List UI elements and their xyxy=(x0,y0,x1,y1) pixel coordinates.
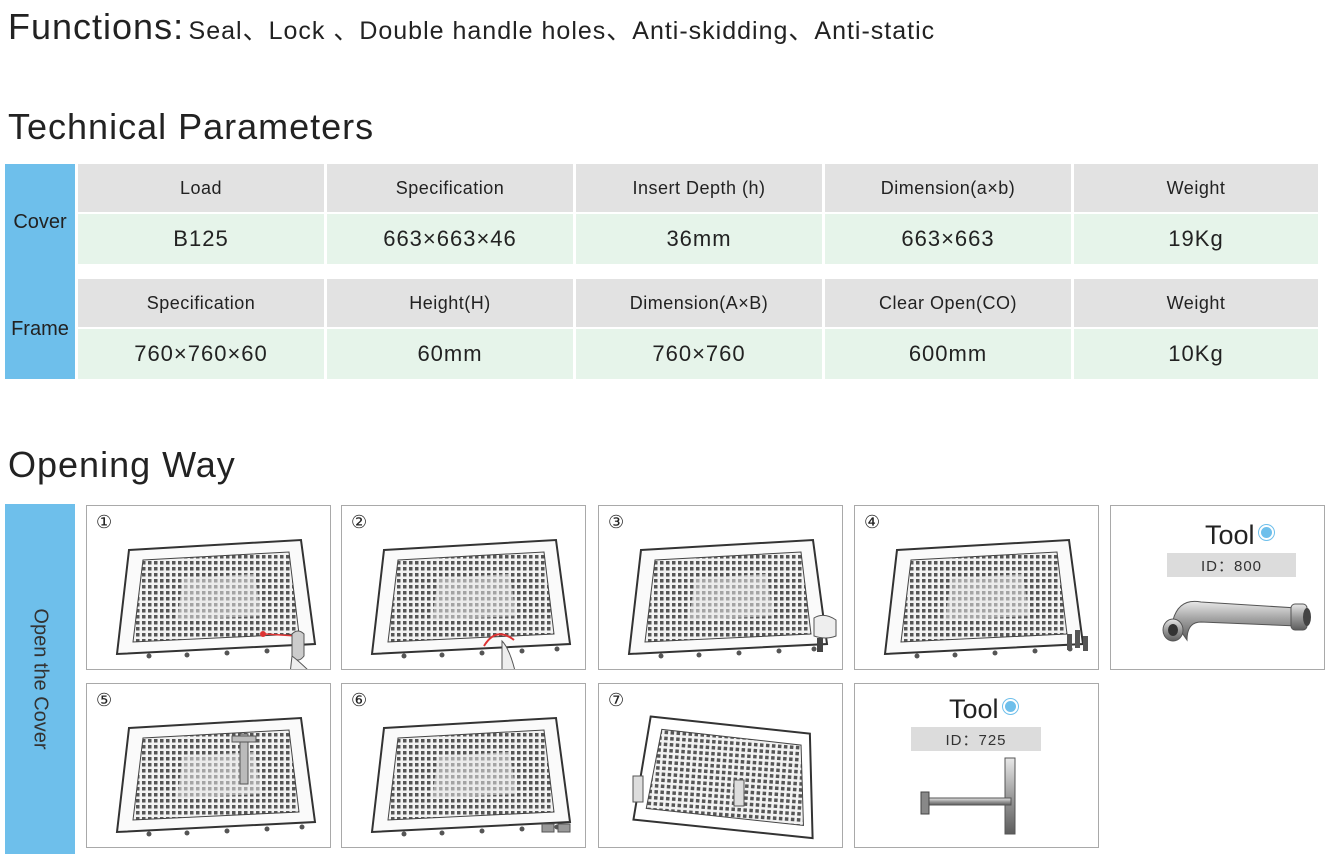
step-panel-4: ④ xyxy=(854,505,1099,670)
hand-removing-bolt-illustration xyxy=(813,614,837,652)
cover-table: Cover Load Specification Insert Depth (h… xyxy=(5,164,1318,280)
hand-turning-key-illustration xyxy=(483,633,516,669)
tool-id-label: ID：725 xyxy=(911,727,1041,751)
cover-value-cell: 36mm xyxy=(576,214,822,264)
step-number: ⑥ xyxy=(351,690,368,711)
step-number: ③ xyxy=(608,512,625,533)
frame-header-cell: Dimension(A×B) xyxy=(576,279,822,327)
cover-header-cell: Weight xyxy=(1074,164,1318,212)
step-number: ② xyxy=(351,512,368,533)
cover-value-cell: B125 xyxy=(78,214,324,264)
tool-panel-725: Tool ID：725 xyxy=(854,683,1099,848)
cover-header-cell: Insert Depth (h) xyxy=(576,164,822,212)
t-handle-key-icon xyxy=(920,757,1016,835)
info-dot-icon xyxy=(1258,525,1274,540)
info-dot-icon xyxy=(1002,699,1018,714)
cover-header-cell: Specification xyxy=(327,164,573,212)
frame-value-cell: 60mm xyxy=(327,329,573,379)
frame-table: Frame Specification Height(H) Dimension(… xyxy=(5,279,1318,379)
l-wrench-icon xyxy=(1162,600,1311,642)
frame-label: Frame xyxy=(5,279,75,379)
tool-panel-800: Tool ID：800 xyxy=(1110,505,1325,670)
cover-value-cell: 663×663×46 xyxy=(327,214,573,264)
frame-header-cell: Specification xyxy=(78,279,324,327)
step-panel-3: ③ xyxy=(598,505,843,670)
opening-way-title: Opening Way xyxy=(8,444,236,485)
open-the-cover-label-bar: Open the Cover xyxy=(5,504,75,854)
tool-title: Tool xyxy=(1205,520,1274,551)
hand-wrench-illustration xyxy=(260,630,308,669)
removed-plugs-illustration xyxy=(541,823,571,833)
step-number: ① xyxy=(96,512,113,533)
step-panel-2: ② xyxy=(341,505,586,670)
lifting-cover-illustration xyxy=(632,715,814,840)
step-number: ⑦ xyxy=(608,690,625,711)
step-panel-7: ⑦ xyxy=(598,683,843,848)
frame-value-cell: 760×760 xyxy=(576,329,822,379)
t-key-inserted-illustration xyxy=(231,733,257,785)
open-the-cover-label: Open the Cover xyxy=(29,608,52,750)
functions-line: Functions: Seal、Lock 、Double handle hole… xyxy=(8,6,935,48)
cover-value-cell: 663×663 xyxy=(825,214,1071,264)
step-number: ④ xyxy=(864,512,881,533)
frame-header-cell: Height(H) xyxy=(327,279,573,327)
tool-title: Tool xyxy=(949,694,1018,725)
tool-id-label: ID：800 xyxy=(1167,553,1296,577)
technical-parameters-title: Technical Parameters xyxy=(8,106,375,147)
frame-value-cell: 10Kg xyxy=(1074,329,1318,379)
functions-list: Seal、Lock 、Double handle holes、Anti-skid… xyxy=(188,17,936,45)
step-panel-6: ⑥ xyxy=(341,683,586,848)
frame-header-cell: Clear Open(CO) xyxy=(825,279,1071,327)
bolts-illustration xyxy=(1067,630,1088,651)
cover-value-cell: 19Kg xyxy=(1074,214,1318,264)
frame-value-cell: 760×760×60 xyxy=(78,329,324,379)
functions-heading: Functions: xyxy=(8,6,185,47)
cover-header-cell: Load xyxy=(78,164,324,212)
frame-value-cell: 600mm xyxy=(825,329,1071,379)
step-panel-1: ① xyxy=(86,505,331,670)
frame-header-cell: Weight xyxy=(1074,279,1318,327)
cover-header-cell: Dimension(a×b) xyxy=(825,164,1071,212)
step-panel-5: ⑤ xyxy=(86,683,331,848)
step-number: ⑤ xyxy=(96,690,113,711)
cover-label: Cover xyxy=(5,164,75,280)
